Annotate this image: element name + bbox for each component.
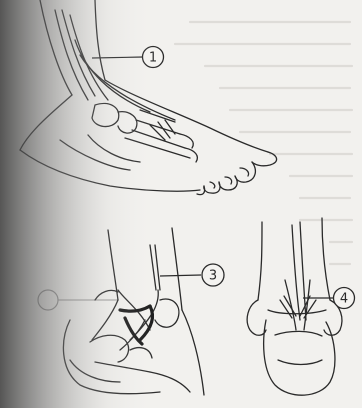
illustration-svg: 1 3 [0,0,362,408]
page-curl-shadow [0,0,362,408]
anatomical-illustration-figure: 1 3 [0,0,362,408]
